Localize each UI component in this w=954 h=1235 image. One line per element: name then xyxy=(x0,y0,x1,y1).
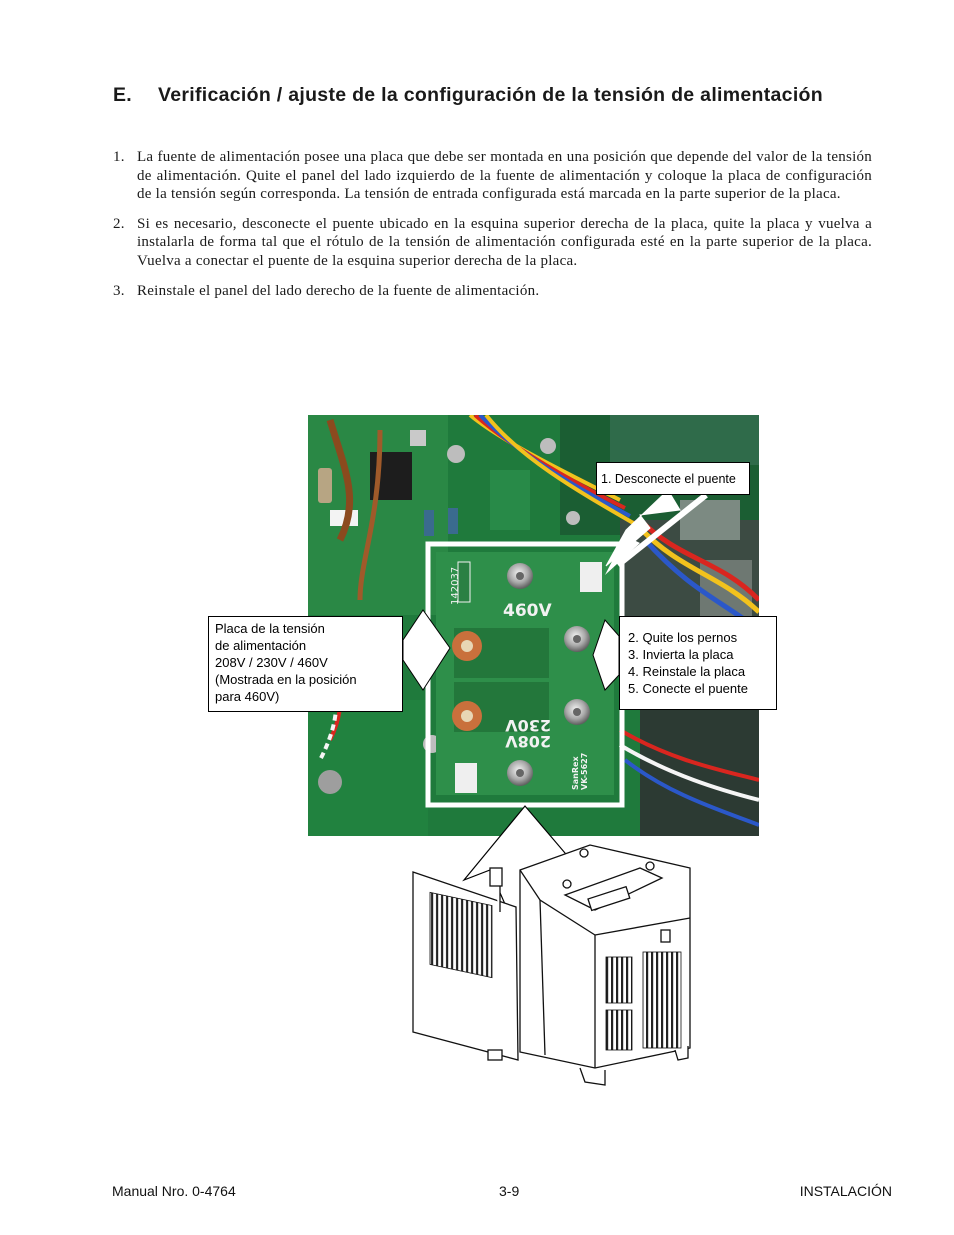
instruction-step: 3. Reinstale el panel del lado derecho d… xyxy=(113,282,872,301)
instruction-list: 1. La fuente de alimentación posee una p… xyxy=(113,148,872,311)
callout-line: (Mostrada en la posición xyxy=(215,672,357,687)
board-label-208: 208V xyxy=(505,732,551,751)
vent-front-bottom xyxy=(605,1009,633,1051)
step-text: Si es necesario, desconecte el puente ub… xyxy=(137,215,872,269)
callout-plate-steps: 2. Quite los pernos 3. Invierta la placa… xyxy=(619,616,777,710)
board-model-label: VK-5627 xyxy=(580,753,589,790)
location-arrow xyxy=(462,805,590,921)
board-label-230: 230V xyxy=(505,716,551,735)
step-text: La fuente de alimentación posee una plac… xyxy=(137,149,872,203)
step-number: 1. xyxy=(113,149,125,165)
instruction-step: 2. Si es necesario, desconecte el puente… xyxy=(113,215,872,271)
footer-chapter: INSTALACIÓN xyxy=(799,1183,892,1199)
plate-pointer xyxy=(402,609,451,691)
jumper-pointer-arrow xyxy=(605,489,681,567)
jumper-pointer-line xyxy=(616,492,708,568)
steps-pointer xyxy=(592,619,620,691)
footer-manual-number: Manual Nro. 0-4764 xyxy=(112,1183,236,1199)
callout-text: 1. Desconecte el puente xyxy=(601,472,736,486)
callout-voltage-plate: Placa de la tensión de alimentación 208V… xyxy=(208,616,403,712)
instruction-step: 1. La fuente de alimentación posee una p… xyxy=(113,148,872,204)
board-brand-label: SanRex xyxy=(571,756,580,790)
plate-highlight-frame xyxy=(425,541,625,808)
step-number: 3. xyxy=(113,282,125,299)
callout-line: para 460V) xyxy=(215,689,280,704)
vent-panel-side xyxy=(429,891,493,979)
section-letter: E. xyxy=(113,84,133,106)
power-supply-illustration xyxy=(412,844,691,1086)
step-number: 2. xyxy=(113,215,125,232)
callout-line: de alimentación xyxy=(215,638,307,653)
vent-front-top xyxy=(605,956,633,1004)
callout-line: Placa de la tensión xyxy=(215,621,325,636)
callout-line: 3. Invierta la placa xyxy=(628,647,734,662)
footer-page-number: 3-9 xyxy=(499,1183,520,1199)
step-text: Reinstale el panel del lado derecho de l… xyxy=(137,282,540,299)
callout-line: 5. Conecte el puente xyxy=(628,681,748,696)
callout-line: 2. Quite los pernos xyxy=(628,630,738,645)
section-title: Verificación / ajuste de la configuració… xyxy=(158,84,823,106)
board-part-number: 142037 xyxy=(450,567,461,605)
vent-front-right xyxy=(642,951,682,1049)
board-label-top: 460V xyxy=(503,601,552,621)
callout-disconnect-jumper: 1. Desconecte el puente xyxy=(596,462,750,495)
callout-line: 4. Reinstale la placa xyxy=(628,664,746,679)
callout-line: 208V / 230V / 460V xyxy=(215,655,328,670)
jumper-arrow-head xyxy=(605,536,640,575)
